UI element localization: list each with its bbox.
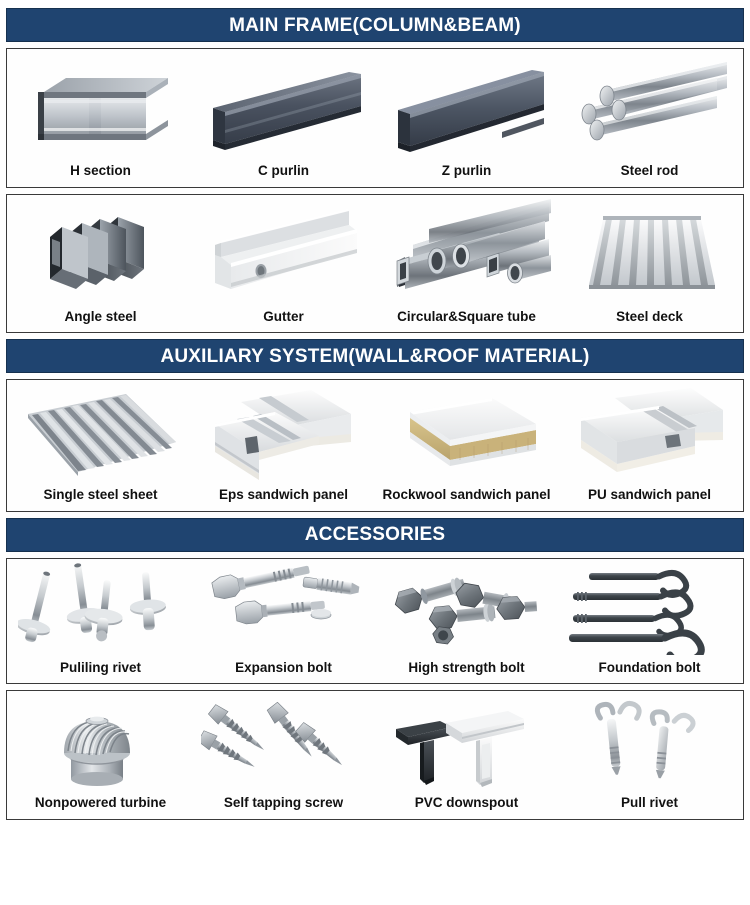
product-cell-expansion-bolt[interactable]: Expansion bolt xyxy=(192,563,375,682)
section-banner-label: ACCESSORIES xyxy=(304,524,446,545)
steel-deck-icon xyxy=(560,199,739,304)
section-banner-main-frame: MAIN FRAME(COLUMN&BEAM) xyxy=(6,8,744,42)
product-cell-h-section[interactable]: H section xyxy=(9,53,192,185)
product-cell-rockwool-panel[interactable]: Rockwool sandwich panel xyxy=(375,384,558,509)
eps-panel-icon xyxy=(194,384,373,482)
steel-rod-icon xyxy=(560,53,739,158)
product-label: Single steel sheet xyxy=(43,487,158,502)
product-cell-single-steel-sheet[interactable]: Single steel sheet xyxy=(9,384,192,509)
product-label: Circular&Square tube xyxy=(397,308,536,324)
product-label: Angle steel xyxy=(64,308,137,324)
h-beam-icon xyxy=(11,53,190,158)
product-label: Puliling rivet xyxy=(59,659,141,675)
product-cell-angle-steel[interactable]: Angle steel xyxy=(9,199,192,331)
pull-rivet-icon xyxy=(11,562,190,655)
product-label: Nonpowered turbine xyxy=(34,795,167,810)
product-label: Self tapping screw xyxy=(223,795,344,810)
product-cell-steel-deck[interactable]: Steel deck xyxy=(558,199,741,331)
hex-bolt-icon xyxy=(377,563,556,655)
section-banner-label: MAIN FRAME(COLUMN&BEAM) xyxy=(229,14,521,36)
z-purlin-icon xyxy=(377,53,556,158)
product-cell-puliling-rivet[interactable]: Puliling rivet xyxy=(9,562,192,682)
section-banner-label: AUXILIARY SYSTEM(WALL&ROOF MATERIAL) xyxy=(160,345,590,367)
product-label: PU sandwich panel xyxy=(587,487,712,502)
pu-panel-icon xyxy=(560,384,739,482)
product-label: PVC downspout xyxy=(414,795,519,810)
product-row: Nonpowered turbine xyxy=(6,690,744,820)
gutter-icon xyxy=(194,199,373,304)
product-cell-steel-rod[interactable]: Steel rod xyxy=(558,53,741,185)
product-label: Steel deck xyxy=(616,308,683,324)
downspout-icon xyxy=(377,695,556,790)
product-label: Rockwool sandwich panel xyxy=(382,487,551,502)
product-cell-c-purlin[interactable]: C purlin xyxy=(192,53,375,185)
product-label: Expansion bolt xyxy=(235,659,332,675)
rockwool-panel-icon xyxy=(377,384,556,482)
product-label: Gutter xyxy=(263,308,304,324)
product-cell-pull-rivet[interactable]: Pull rivet xyxy=(558,695,741,817)
product-label: H section xyxy=(70,163,131,178)
c-purlin-icon xyxy=(194,53,373,158)
section-banner-auxiliary-system: AUXILIARY SYSTEM(WALL&ROOF MATERIAL) xyxy=(6,339,744,373)
product-label: Eps sandwich panel xyxy=(218,487,349,502)
self-tapping-screw-icon xyxy=(194,695,373,790)
product-cell-foundation-bolt[interactable]: Foundation bolt xyxy=(558,563,741,682)
pull-rivet-tool-icon xyxy=(560,695,739,790)
product-cell-tube[interactable]: Circular&Square tube xyxy=(375,198,558,331)
product-label: Steel rod xyxy=(620,163,679,178)
product-label: Foundation bolt xyxy=(598,659,701,675)
anchor-bolt-icon xyxy=(560,563,739,655)
product-label: Z purlin xyxy=(441,163,492,178)
product-row: Single steel sheet xyxy=(6,379,744,512)
corrugated-sheet-icon xyxy=(11,384,190,482)
tube-icon xyxy=(377,198,556,304)
product-cell-gutter[interactable]: Gutter xyxy=(192,199,375,331)
product-cell-z-purlin[interactable]: Z purlin xyxy=(375,53,558,185)
product-row: Angle steel xyxy=(6,193,744,333)
expansion-bolt-icon xyxy=(194,563,373,655)
product-label: C purlin xyxy=(258,163,309,178)
product-row: H section xyxy=(6,48,744,188)
product-cell-nonpowered-turbine[interactable]: Nonpowered turbine xyxy=(9,695,192,817)
product-cell-self-tapping-screw[interactable]: Self tapping screw xyxy=(192,695,375,817)
turbine-vent-icon xyxy=(11,695,190,790)
product-cell-pu-panel[interactable]: PU sandwich panel xyxy=(558,384,741,509)
product-label: Pull rivet xyxy=(620,795,679,810)
product-label: High strength bolt xyxy=(408,659,525,675)
product-row: Puliling rivet xyxy=(6,557,744,684)
section-banner-accessories: ACCESSORIES xyxy=(6,517,744,552)
product-cell-pvc-downspout[interactable]: PVC downspout xyxy=(375,695,558,817)
product-cell-eps-panel[interactable]: Eps sandwich panel xyxy=(192,384,375,509)
angle-steel-icon xyxy=(11,199,190,304)
product-cell-high-strength-bolt[interactable]: High strength bolt xyxy=(375,563,558,682)
